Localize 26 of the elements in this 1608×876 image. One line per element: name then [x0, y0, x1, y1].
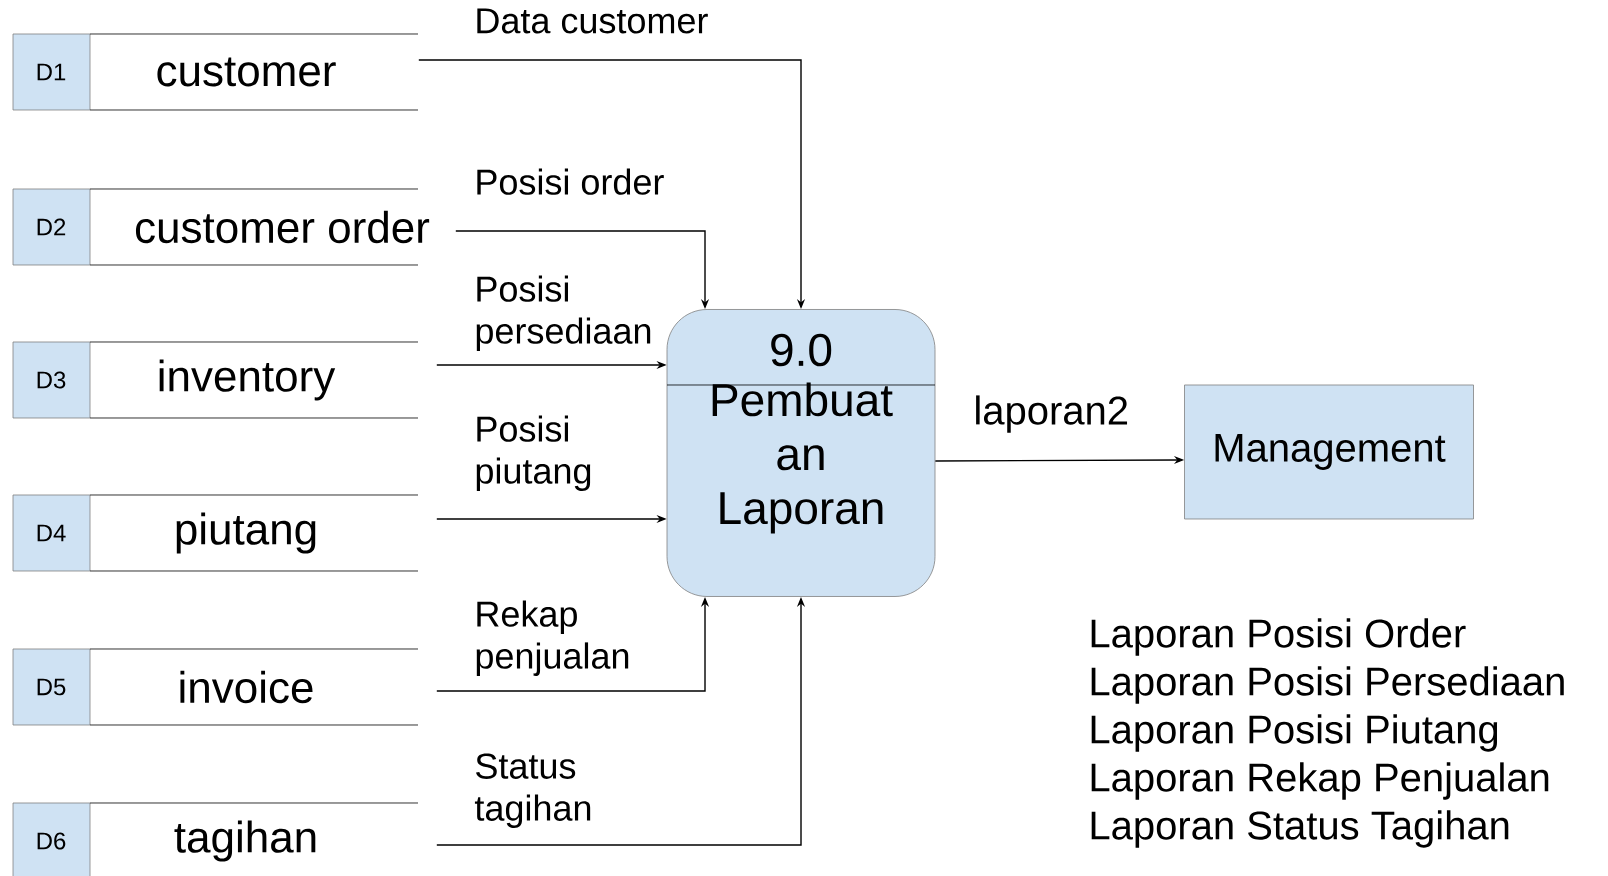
- edge-label: laporan2: [976, 395, 1128, 433]
- node-label: invoice: [180, 670, 313, 704]
- edge-label: Rekap penjualan: [476, 600, 629, 676]
- node-label: piutang: [176, 512, 316, 554]
- edge-label: Data customer: [477, 8, 708, 34]
- data-store: D4 piutang: [12, 494, 419, 572]
- note-text: Laporan Rekap Penjualan: [1091, 762, 1549, 800]
- note-text: Laporan Posisi Persediaan: [1091, 666, 1564, 704]
- process-box: 9.0 Pembuat an Laporan: [666, 309, 936, 597]
- note-text: Laporan Posisi Piutang: [1091, 714, 1498, 752]
- note-text: Laporan Status Tagihan: [1091, 810, 1509, 848]
- data-store: D3 inventory: [12, 341, 419, 419]
- node-label: tagihan: [174, 820, 316, 862]
- entity-box: Management: [1184, 384, 1474, 520]
- node-label: customer: [157, 57, 336, 87]
- edge-label: Posisi order: [477, 168, 664, 195]
- data-store: D2 customer order: [12, 188, 430, 266]
- node-label: inventory: [159, 359, 336, 401]
- edge-label: Posisi piutang: [476, 415, 591, 491]
- edge-label: Status tagihan: [474, 753, 591, 828]
- node-label: customer order: [135, 210, 430, 244]
- data-store: D1 customer: [12, 33, 419, 111]
- note-text: Laporan Posisi Order: [1091, 618, 1466, 656]
- edge-label: Posisi persediaan: [476, 275, 651, 351]
- data-store: D6 tagihan: [12, 802, 419, 876]
- data-store: D5 invoice: [12, 648, 419, 726]
